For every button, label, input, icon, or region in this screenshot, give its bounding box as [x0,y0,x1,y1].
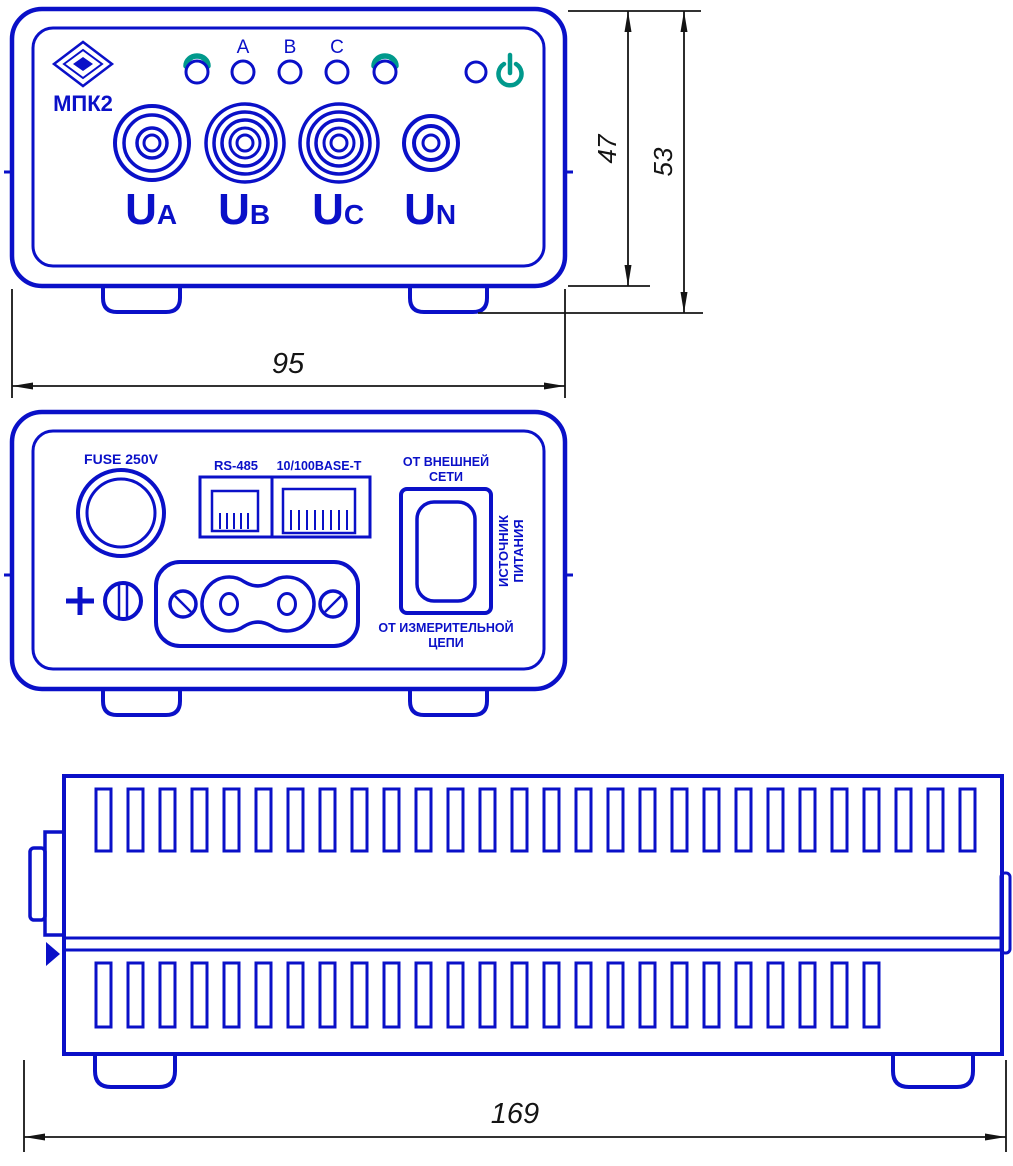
phase-b-label: B [284,37,297,58]
comm-connectors [198,475,372,539]
switch-label-bottom-1: ОТ ИЗМЕРИТЕЛЬНОЙ [378,620,513,635]
ground-terminal [66,581,143,621]
terminal-ub [204,102,286,184]
led-indicator [230,59,256,85]
side-foot-left [93,1055,177,1089]
switch-label-side-2: ПИТАНИЯ [511,519,526,582]
phase-c-label: C [330,37,344,58]
voltage-terminals [113,102,460,184]
terminal-uc-sub: C [344,199,364,230]
rear-foot-left [101,689,182,717]
dimension-front-inner-height: 47 [592,133,622,163]
terminal-ua-label: U [125,185,157,234]
ethernet-jack [281,487,357,535]
front-foot-left [101,286,182,314]
terminal-labels: U A U B U C U N [125,185,456,234]
side-dimension-lines [23,1060,1007,1152]
phase-labels: A B C [237,37,344,58]
terminal-ub-sub: B [250,199,270,230]
front-enclosure [4,6,573,314]
side-connector [28,830,66,966]
wave-icon [183,53,211,69]
front-dimension-texts: 47 53 95 [272,133,678,380]
led-indicator [372,59,398,85]
power-inlet [154,560,360,648]
rear-foot-right [408,689,489,717]
front-view: A B C МПК2 [4,6,573,314]
plus-symbol [66,587,94,615]
power-switch-labels: ОТ ВНЕШНЕЙ СЕТИ ИСТОЧНИК ПИТАНИЯ ОТ ИЗМЕ… [378,454,526,650]
vent-slots-bottom [94,961,881,1029]
terminal-ua-sub: A [157,199,177,230]
front-dimension-lines [11,10,703,398]
switch-label-side-1: ИСТОЧНИК [496,515,511,587]
dimension-side-length: 169 [491,1098,539,1130]
fuse-holder [76,468,166,558]
terminal-ub-label: U [218,185,250,234]
fuse-label: FUSE 250V [84,451,159,467]
rs485-label: RS-485 [214,458,258,473]
mount-bracket [46,942,60,966]
ground-screw [103,581,143,621]
device-model-label: МПК2 [53,91,113,116]
c8-inlet-outline [200,575,316,633]
power-icon [496,52,524,88]
ethernet-label: 10/100BASE-T [277,459,362,473]
led-indicator [324,59,350,85]
power-switch [399,487,493,615]
dimension-front-width: 95 [272,348,305,380]
rear-enclosure [4,409,573,717]
front-foot-right [408,286,489,314]
power-led [464,60,488,84]
rj11-pins [219,513,249,529]
terminal-uc [298,102,380,184]
terminal-un-label: U [404,185,436,234]
led-indicator [184,59,210,85]
side-view [28,774,1012,1089]
switch-label-top-2: СЕТИ [429,470,463,484]
vent-slots-top [94,787,977,853]
rs485-jack [210,489,260,533]
rear-view: FUSE 250V RS-485 10/100BASE-T ОТ ВНЕШНЕЙ… [4,409,573,717]
switch-label-bottom-2: ЦЕПИ [428,636,463,650]
dimension-front-total-height: 53 [648,147,678,176]
led-indicator [277,59,303,85]
terminal-uc-label: U [312,185,344,234]
terminal-ua [113,104,191,182]
phase-a-label: A [237,37,250,58]
inlet-screw-right [318,589,348,619]
rocker [415,500,477,603]
side-right-tab [999,871,1012,955]
status-indicators [183,52,524,88]
inlet-hole [277,592,297,616]
terminal-un [402,114,460,172]
inlet-hole [219,592,239,616]
rj45-pins [290,510,348,530]
wave-icon [371,53,399,69]
terminal-un-sub: N [436,199,456,230]
switch-label-top-1: ОТ ВНЕШНЕЙ [403,454,489,469]
side-foot-right [891,1055,975,1089]
inlet-screw-left [168,589,198,619]
manufacturer-logo [51,40,115,88]
